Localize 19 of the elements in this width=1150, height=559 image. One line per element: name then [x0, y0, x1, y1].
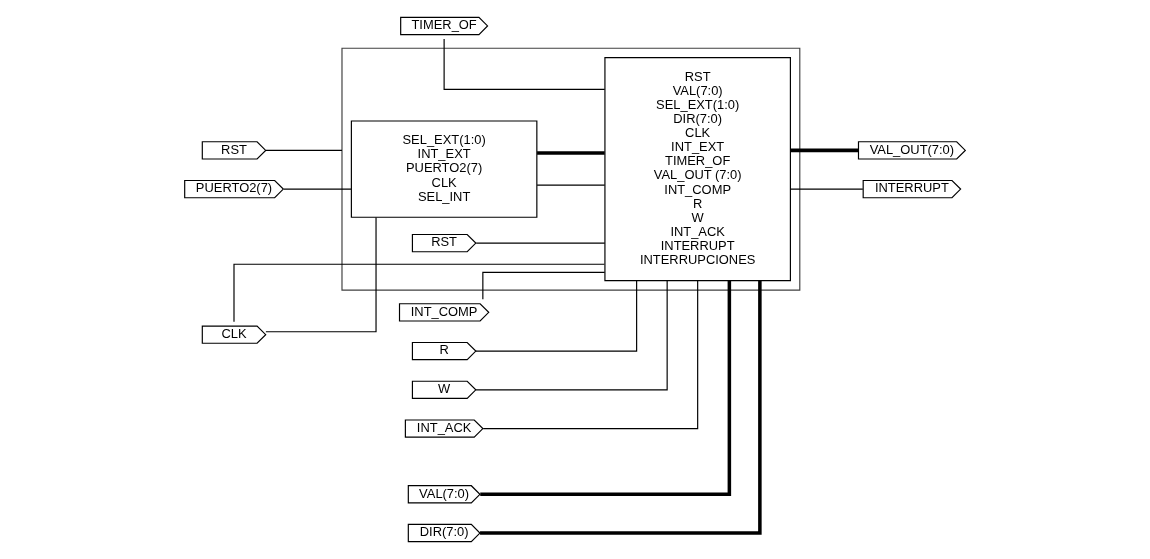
connector	[475, 242, 606, 244]
connector	[480, 281, 732, 497]
node-box: SEL_EXT(1:0) INT_EXT PUERTO2(7) CLK SEL_INT	[350, 120, 538, 218]
connector	[537, 151, 605, 155]
connector	[790, 148, 859, 153]
connector	[482, 271, 606, 300]
connector	[233, 263, 605, 323]
node-box: RST VAL(7:0) SEL_EXT(1:0) DIR(7:0) CLK INT_EXT TIMER_OF VAL_OUT (7:0) INT_COMP R W INT_ACK INTERRUPT INTERRUPCIONES	[604, 57, 791, 282]
connector	[265, 216, 377, 333]
connector	[536, 184, 606, 186]
connector	[443, 38, 606, 90]
connector	[265, 149, 343, 151]
cluster	[341, 47, 801, 291]
connector	[790, 188, 864, 190]
connector	[480, 280, 762, 535]
connector	[475, 280, 638, 352]
connector	[475, 280, 668, 391]
connector	[482, 280, 699, 430]
connector	[283, 188, 352, 190]
